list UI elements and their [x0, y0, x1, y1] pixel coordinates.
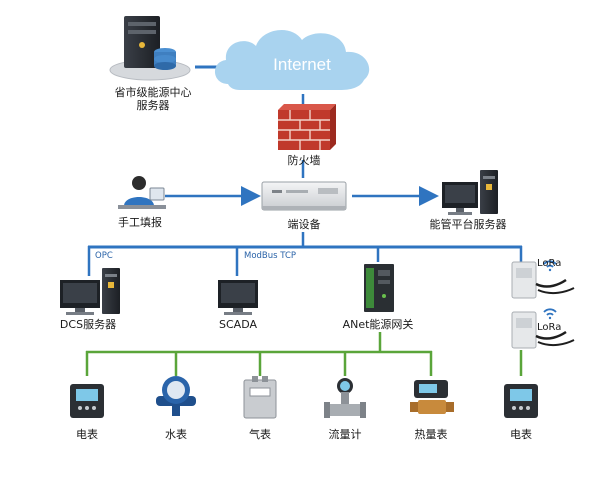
province-server-label-line1: 省市级能源中心 [114, 86, 192, 99]
water-meter-icon [156, 376, 196, 416]
electric-meter-label: 电表 [76, 428, 98, 441]
terminal-device-label: 端设备 [287, 218, 321, 231]
gas-meter-label: 气表 [249, 428, 271, 441]
firewall-icon [278, 104, 336, 150]
manual-entry-person-icon [118, 176, 166, 209]
platform-server-label: 能管平台服务器 [429, 218, 507, 231]
dcs-server-label: DCS服务器 [59, 318, 117, 331]
heat-meter-label: 热量表 [414, 428, 448, 441]
manual-entry-label: 手工填报 [118, 216, 162, 229]
heat-meter-icon [410, 380, 454, 414]
province-server-label-line2: 服务器 [136, 99, 170, 112]
dcs-server-icon [60, 268, 120, 315]
firewall-label: 防火墙 [287, 154, 321, 167]
gas-meter-icon [243, 376, 277, 419]
electric-meter-right-label: 电表 [510, 428, 532, 441]
wifi-signal-bottom-icon [543, 308, 557, 320]
water-meter-label: 水表 [165, 428, 187, 441]
scada-monitor-icon [218, 280, 258, 315]
platform-server-icon [442, 170, 498, 215]
flow-meter-label: 流量计 [328, 428, 362, 441]
anet-gateway-icon [364, 264, 394, 312]
terminal-device-icon [261, 181, 347, 211]
lora-label-top: LoRa [537, 258, 562, 269]
lora-module-top-icon [511, 261, 575, 299]
flow-meter-icon [324, 378, 366, 418]
electric-meter-right-icon [504, 384, 538, 418]
province-server-label: 省市级能源中心 服务器 [115, 86, 192, 112]
anet-gateway-label: ANet能源网关 [342, 318, 414, 331]
wifi-signal-top-icon [543, 260, 557, 272]
cloud-label: Internet [273, 55, 331, 74]
lora-label-bottom: LoRa [537, 322, 562, 333]
protocol-modbus-label: ModBus TCP [244, 251, 297, 261]
province-server-icon [109, 16, 191, 81]
scada-label: SCADA [219, 318, 257, 331]
electric-meter-icon [70, 384, 104, 418]
internet-cloud-icon [214, 29, 370, 90]
lora-module-bottom-icon [511, 311, 575, 349]
connection-lines [85, 65, 523, 376]
protocol-opc-label: OPC [95, 251, 113, 261]
